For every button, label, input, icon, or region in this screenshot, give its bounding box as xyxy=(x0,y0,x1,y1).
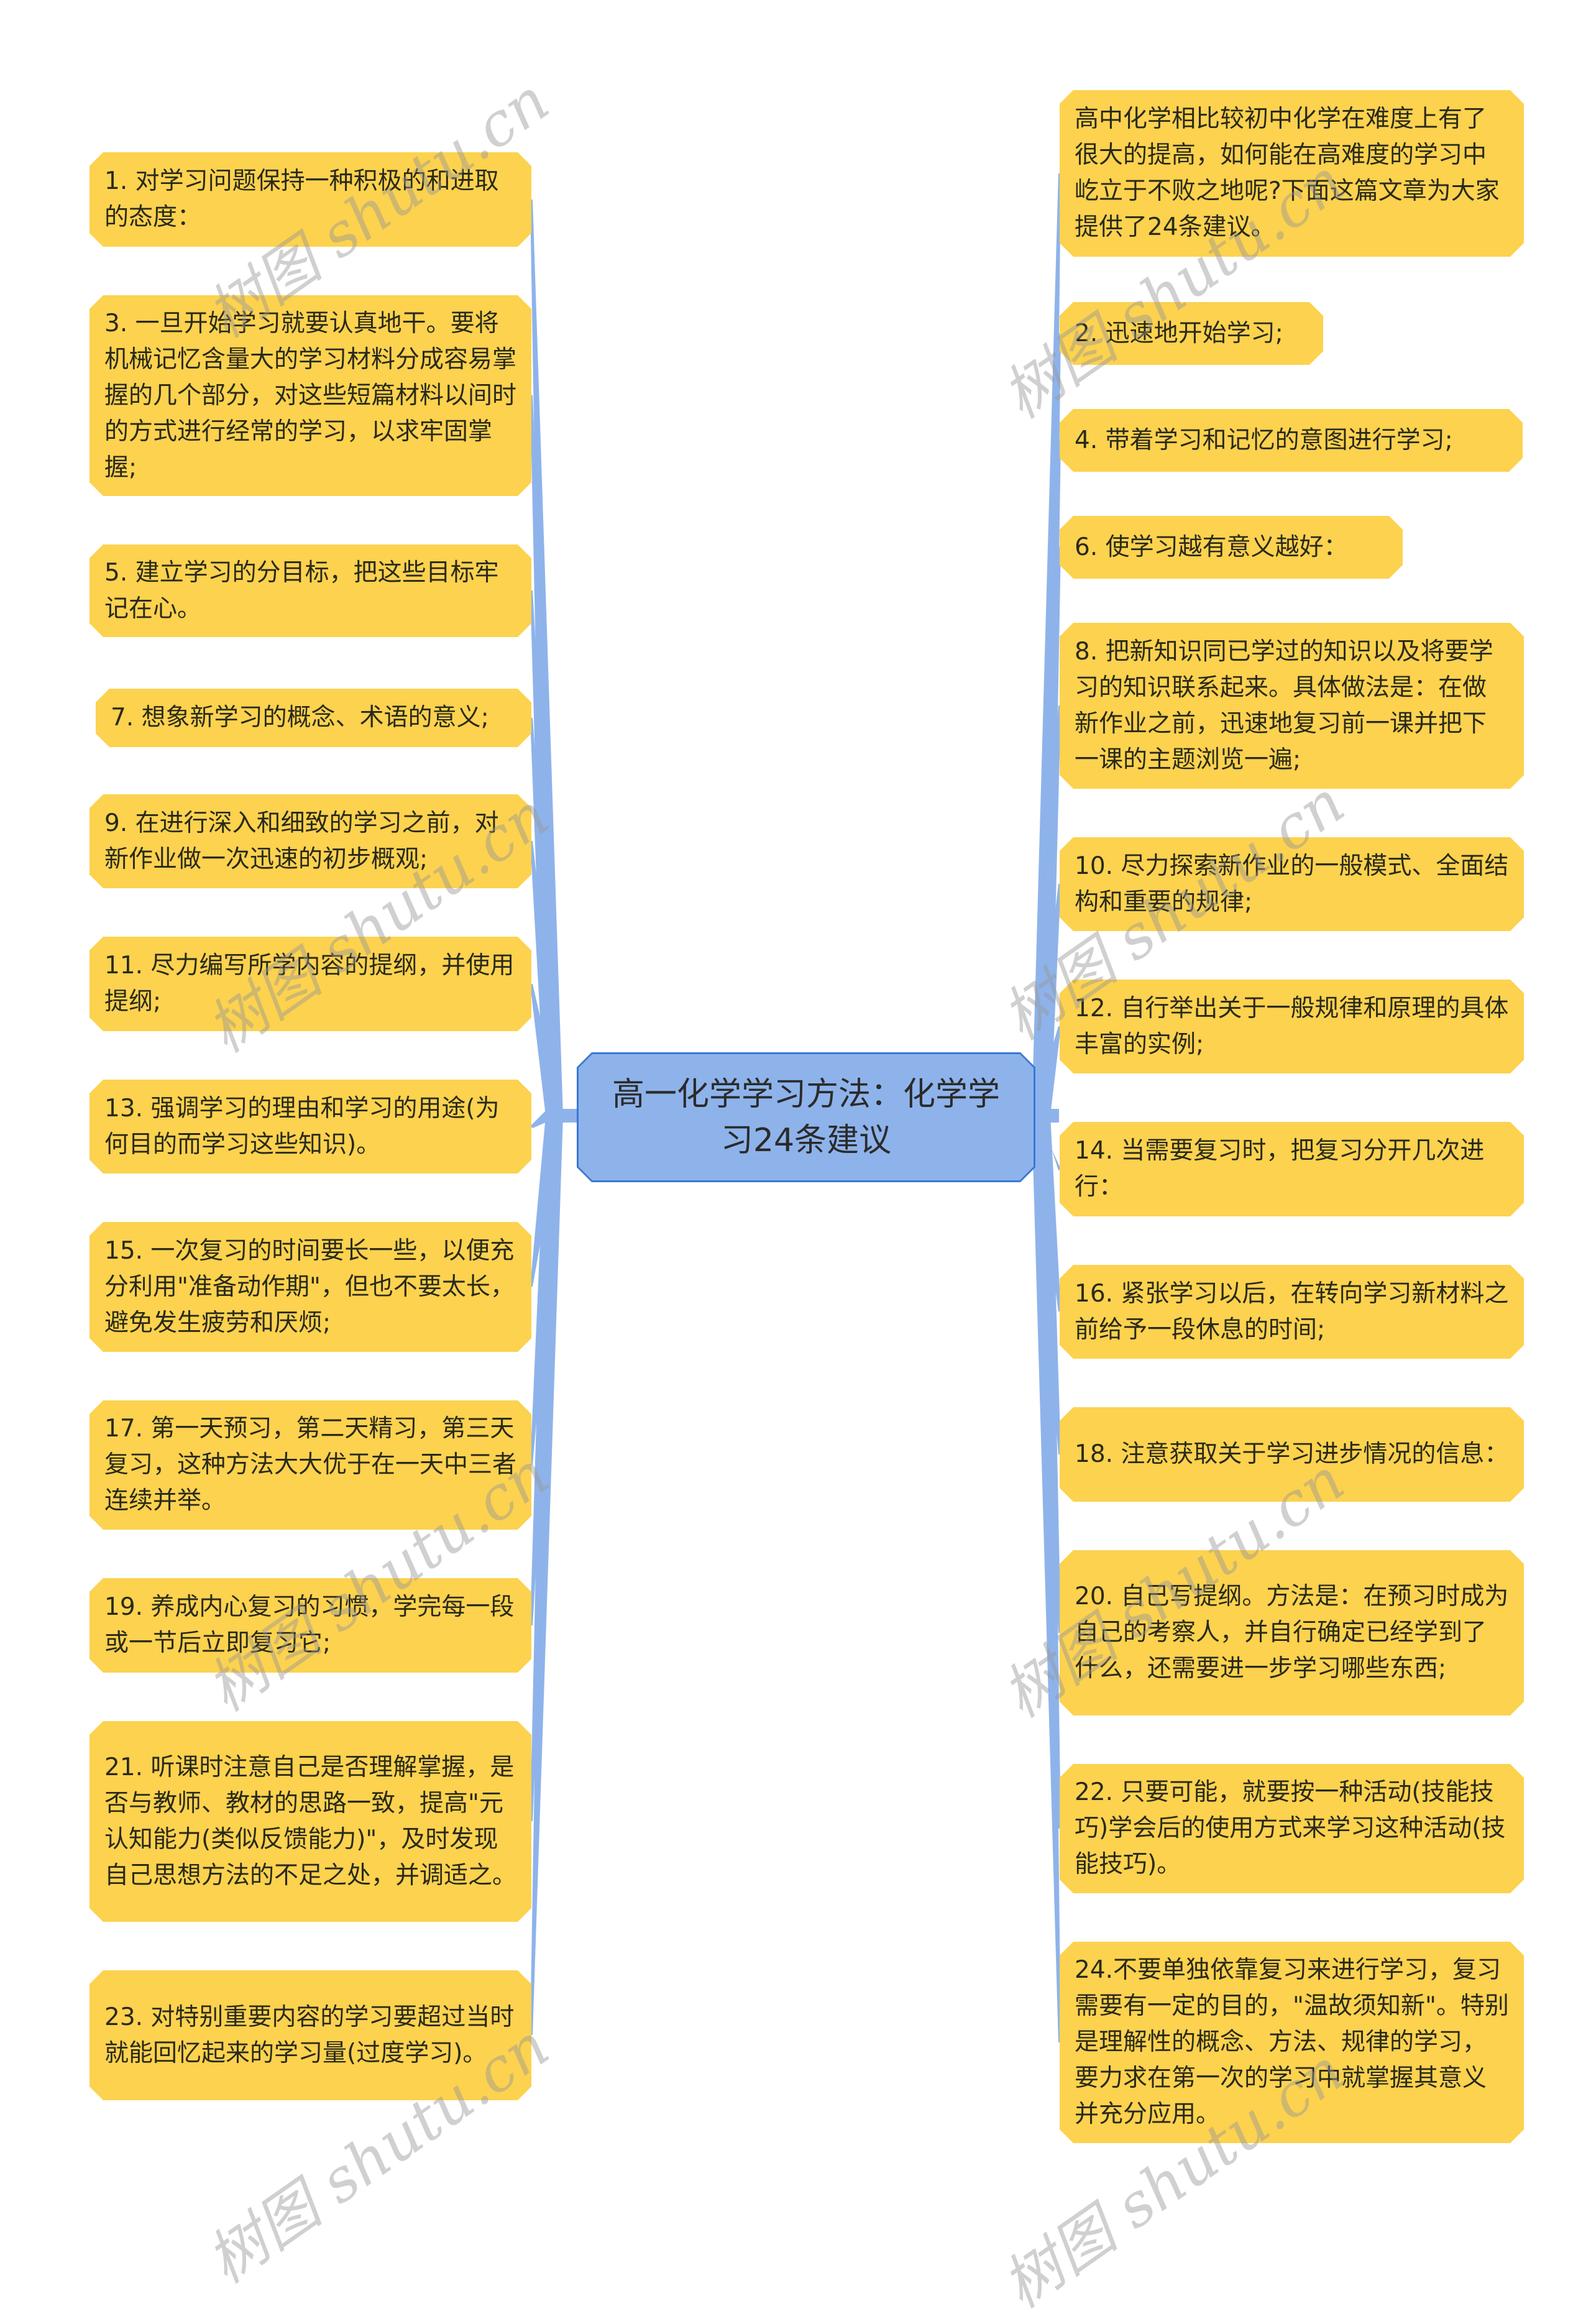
node-text: 20. 自己写提纲。方法是：在预习时成为自己的考察人，并自行确定已经学到了什么，… xyxy=(1075,1582,1509,1683)
node-text: 12. 自行举出关于一般规律和原理的具体丰富的实例; xyxy=(1075,994,1509,1059)
node-text: 10. 尽力探索新作业的一般模式、全面结构和重要的规律; xyxy=(1075,852,1509,916)
node-text: 5. 建立学习的分目标，把这些目标牢记在心。 xyxy=(104,558,499,623)
right-node-14[interactable]: 14. 当需要复习时，把复习分开几次进行： xyxy=(1060,1122,1524,1216)
left-node-11[interactable]: 11. 尽力编写所学内容的提纲，并使用提纲; xyxy=(89,937,531,1031)
left-node-9[interactable]: 9. 在进行深入和细致的学习之前，对新作业做一次迅速的初步概观; xyxy=(89,794,531,888)
right-node-12[interactable]: 12. 自行举出关于一般规律和原理的具体丰富的实例; xyxy=(1060,980,1524,1073)
node-text: 23. 对特别重要内容的学习要超过当时就能回忆起来的学习量(过度学习)。 xyxy=(104,2003,515,2067)
node-text: 15. 一次复习的时间要长一些，以便充分利用"准备动作期"，但也不要太长，避免发… xyxy=(104,1236,515,1337)
left-node-5[interactable]: 5. 建立学习的分目标，把这些目标牢记在心。 xyxy=(89,544,531,637)
left-node-13[interactable]: 13. 强调学习的理由和学习的用途(为何目的而学习这些知识)。 xyxy=(89,1080,531,1173)
node-text: 16. 紧张学习以后，在转向学习新材料之前给予一段休息的时间; xyxy=(1075,1279,1509,1344)
right-node-8[interactable]: 8. 把新知识同已学过的知识以及将要学习的知识联系起来。具体做法是：在做新作业之… xyxy=(1060,623,1524,789)
left-node-3[interactable]: 3. 一旦开始学习就要认真地干。要将机械记忆含量大的学习材料分成容易掌握的几个部… xyxy=(89,295,531,496)
central-topic[interactable]: 高一化学学习方法：化学学习24条建议 xyxy=(577,1052,1035,1182)
node-text: 18. 注意获取关于学习进步情况的信息： xyxy=(1075,1440,1509,1468)
node-text: 3. 一旦开始学习就要认真地干。要将机械记忆含量大的学习材料分成容易掌握的几个部… xyxy=(104,309,517,482)
left-node-21[interactable]: 21. 听课时注意自己是否理解掌握，是否与教师、教材的思路一致，提高"元认知能力… xyxy=(89,1721,531,1922)
left-node-7[interactable]: 7. 想象新学习的概念、术语的意义; xyxy=(96,689,531,747)
left-node-19[interactable]: 19. 养成内心复习的习惯，学完每一段或一节后立即复习它; xyxy=(89,1578,531,1673)
left-node-17[interactable]: 17. 第一天预习，第二天精习，第三天复习，这种方法大大优于在一天中三者连续并举… xyxy=(89,1400,531,1530)
node-text: 8. 把新知识同已学过的知识以及将要学习的知识联系起来。具体做法是：在做新作业之… xyxy=(1075,637,1493,774)
node-text: 2. 迅速地开始学习; xyxy=(1075,319,1283,347)
node-text: 4. 带着学习和记忆的意图进行学习; xyxy=(1075,426,1453,454)
left-node-23[interactable]: 23. 对特别重要内容的学习要超过当时就能回忆起来的学习量(过度学习)。 xyxy=(89,1970,531,2100)
right-node-22[interactable]: 22. 只要可能，就要按一种活动(技能技巧)学会后的使用方式来学习这种活动(技能… xyxy=(1060,1764,1524,1893)
node-text: 14. 当需要复习时，把复习分开几次进行： xyxy=(1075,1137,1485,1201)
node-text: 高中化学相比较初中化学在难度上有了很大的提高，如何能在高难度的学习中屹立于不败之… xyxy=(1075,105,1500,241)
node-text: 19. 养成内心复习的习惯，学完每一段或一节后立即复习它; xyxy=(104,1593,515,1657)
right-node-16[interactable]: 16. 紧张学习以后，在转向学习新材料之前给予一段休息的时间; xyxy=(1060,1265,1524,1359)
node-text: 21. 听课时注意自己是否理解掌握，是否与教师、教材的思路一致，提高"元认知能力… xyxy=(104,1753,517,1890)
node-text: 24.不要单独依靠复习来进行学习，复习需要有一定的目的，"温故须知新"。特别是理… xyxy=(1075,1956,1509,2128)
right-node-24[interactable]: 24.不要单独依靠复习来进行学习，复习需要有一定的目的，"温故须知新"。特别是理… xyxy=(1060,1942,1524,2143)
node-text: 7. 想象新学习的概念、术语的意义; xyxy=(111,704,489,732)
node-text: 13. 强调学习的理由和学习的用途(为何目的而学习这些知识)。 xyxy=(104,1094,500,1159)
right-node-20[interactable]: 20. 自己写提纲。方法是：在预习时成为自己的考察人，并自行确定已经学到了什么，… xyxy=(1060,1550,1524,1715)
node-text: 9. 在进行深入和细致的学习之前，对新作业做一次迅速的初步概观; xyxy=(104,809,499,873)
right-node-intro[interactable]: 高中化学相比较初中化学在难度上有了很大的提高，如何能在高难度的学习中屹立于不败之… xyxy=(1060,90,1524,257)
node-text: 1. 对学习问题保持一种积极的和进取的态度： xyxy=(104,167,499,231)
central-topic-title: 高一化学学习方法：化学学习24条建议 xyxy=(612,1075,1000,1159)
right-node-2[interactable]: 2. 迅速地开始学习; xyxy=(1060,302,1323,365)
left-node-15[interactable]: 15. 一次复习的时间要长一些，以便充分利用"准备动作期"，但也不要太长，避免发… xyxy=(89,1222,531,1352)
right-node-4[interactable]: 4. 带着学习和记忆的意图进行学习; xyxy=(1060,409,1523,472)
right-node-6[interactable]: 6. 使学习越有意义越好： xyxy=(1060,516,1403,579)
right-node-18[interactable]: 18. 注意获取关于学习进步情况的信息： xyxy=(1060,1407,1524,1502)
connector-lines xyxy=(530,173,1061,2042)
left-node-1[interactable]: 1. 对学习问题保持一种积极的和进取的态度： xyxy=(89,152,531,247)
right-node-10[interactable]: 10. 尽力探索新作业的一般模式、全面结构和重要的规律; xyxy=(1060,837,1524,931)
node-text: 11. 尽力编写所学内容的提纲，并使用提纲; xyxy=(104,952,515,1016)
node-text: 22. 只要可能，就要按一种活动(技能技巧)学会后的使用方式来学习这种活动(技能… xyxy=(1075,1778,1506,1878)
node-text: 17. 第一天预习，第二天精习，第三天复习，这种方法大大优于在一天中三者连续并举… xyxy=(104,1415,517,1515)
node-text: 6. 使学习越有意义越好： xyxy=(1075,533,1348,561)
